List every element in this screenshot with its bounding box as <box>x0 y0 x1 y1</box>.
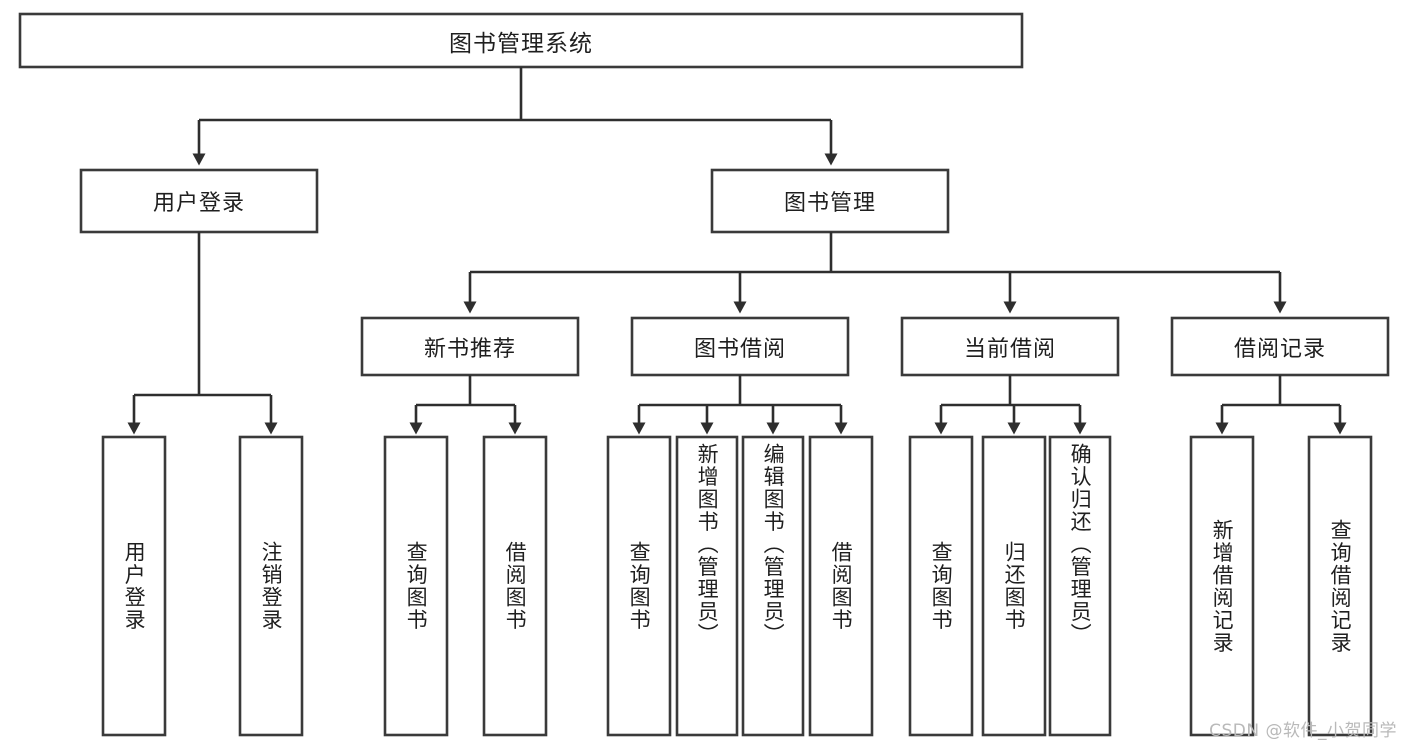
leaf-box-add-book-admin[interactable] <box>675 435 739 737</box>
leaf-box-borrow-book[interactable] <box>808 435 874 737</box>
leaf-box-add-borrow-record[interactable] <box>1189 435 1255 737</box>
node-box-user-login[interactable] <box>79 168 319 234</box>
node-box-book-management[interactable] <box>710 168 950 234</box>
node-box-borrow-record[interactable] <box>1170 316 1390 377</box>
leaf-box-query-book-borrow[interactable] <box>606 435 672 737</box>
leaf-box-logout[interactable] <box>238 435 304 737</box>
node-box-new-book-recommend[interactable] <box>360 316 580 377</box>
leaf-box-query-book-current[interactable] <box>908 435 974 737</box>
leaf-box-borrow-book-recommend[interactable] <box>482 435 548 737</box>
leaf-box-return-book[interactable] <box>981 435 1047 737</box>
leaf-box-edit-book-admin[interactable] <box>741 435 805 737</box>
node-box-current-borrow[interactable] <box>900 316 1120 377</box>
watermark: CSDN @软件_小贺同学 <box>1209 721 1397 741</box>
leaf-box-user-login[interactable] <box>101 435 167 737</box>
leaf-box-confirm-return-admin[interactable] <box>1048 435 1112 737</box>
leaf-box-query-book-recommend[interactable] <box>383 435 449 737</box>
node-box-book-borrow[interactable] <box>630 316 850 377</box>
leaf-box-query-borrow-record[interactable] <box>1307 435 1373 737</box>
node-box-root[interactable] <box>18 12 1024 69</box>
